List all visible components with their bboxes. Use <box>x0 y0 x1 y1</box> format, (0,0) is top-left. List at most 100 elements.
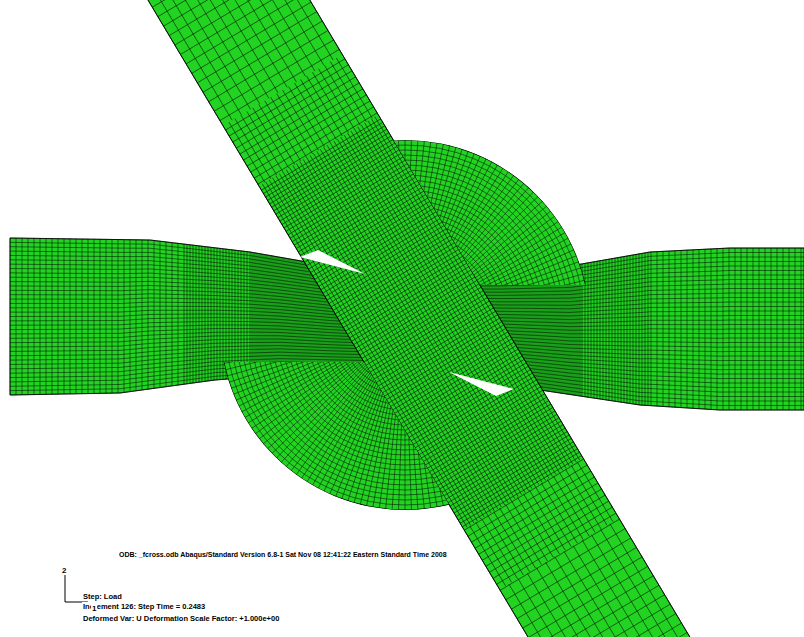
mesh-line <box>263 325 405 444</box>
mesh-line <box>559 472 595 532</box>
mesh-line <box>390 310 420 340</box>
mesh-line <box>355 275 455 375</box>
mesh-line <box>241 115 277 175</box>
mesh-line <box>321 219 440 290</box>
mesh-line <box>324 325 405 491</box>
mesh-line <box>263 122 382 193</box>
mesh-line <box>395 315 415 335</box>
mesh-line <box>315 208 434 279</box>
mesh-line <box>378 315 497 386</box>
mesh-line <box>239 244 405 325</box>
mesh-line <box>386 141 405 325</box>
mesh-line <box>229 325 405 382</box>
increment-info: Increment 126: Step Time = 0.2483 <box>82 602 206 611</box>
mesh-line <box>405 151 468 325</box>
mesh-line <box>405 325 579 388</box>
mesh-line <box>233 256 405 325</box>
bulge-fill <box>220 140 590 510</box>
mesh-line <box>409 366 528 437</box>
notch <box>449 372 514 396</box>
mesh-line <box>385 305 425 345</box>
mesh-line <box>462 456 581 527</box>
mesh-line <box>405 325 486 491</box>
mesh-line <box>360 325 405 505</box>
mesh-line <box>405 325 418 510</box>
mesh-line <box>324 325 405 491</box>
mesh-line <box>405 325 524 467</box>
mesh-line <box>405 325 551 439</box>
mesh-line <box>255 216 405 325</box>
mesh-line <box>405 325 586 363</box>
mesh-line <box>350 270 460 380</box>
mesh-line <box>372 304 491 375</box>
mesh-line <box>405 325 424 509</box>
mesh-line <box>242 0 324 65</box>
mesh-line <box>365 285 445 365</box>
mesh-line <box>220 325 405 338</box>
mesh-line <box>405 325 468 499</box>
mesh-line <box>582 540 664 637</box>
mesh-line <box>342 325 405 499</box>
mesh-line <box>221 306 405 325</box>
mesh-line <box>302 325 405 478</box>
mesh-line <box>551 604 670 637</box>
mesh-line <box>370 290 440 360</box>
mesh-line <box>263 206 405 325</box>
mesh-line <box>150 0 232 120</box>
mesh-line <box>336 153 405 325</box>
mesh-line <box>405 325 574 400</box>
mesh-line <box>405 293 587 325</box>
mesh-line <box>336 153 405 325</box>
mesh-line <box>547 480 583 540</box>
mesh-line <box>350 267 469 338</box>
mesh-line <box>225 145 585 505</box>
mesh-line <box>290 167 409 238</box>
mesh-line <box>259 104 295 164</box>
mesh-line <box>379 325 405 508</box>
mesh-line <box>523 557 642 628</box>
mesh-line <box>392 325 405 510</box>
mesh-line <box>405 145 450 325</box>
mesh-line <box>307 325 405 482</box>
mesh-line <box>405 325 585 370</box>
mesh-line <box>405 325 529 462</box>
mesh-line <box>224 0 306 76</box>
mesh-line <box>220 325 405 338</box>
mesh-line <box>296 325 405 475</box>
mesh-line <box>523 494 559 554</box>
mesh-line <box>291 179 405 325</box>
mesh-line <box>405 299 588 325</box>
mesh-line <box>405 156 480 325</box>
mesh-line <box>405 325 462 501</box>
mesh-line <box>356 277 475 348</box>
mesh-line <box>386 141 405 325</box>
mesh-line <box>259 211 405 325</box>
mesh-line <box>511 538 630 609</box>
mesh-line <box>302 188 421 259</box>
mesh-line <box>407 363 526 434</box>
mesh-line <box>392 140 405 325</box>
mesh-line <box>405 325 588 351</box>
mesh-line <box>302 172 405 325</box>
mesh-line <box>286 183 405 325</box>
mesh-line <box>231 262 405 325</box>
mesh-line <box>405 325 418 510</box>
mesh-line <box>405 325 456 503</box>
mesh-line <box>405 287 586 325</box>
mesh-line <box>252 222 405 325</box>
mesh-line <box>405 280 585 325</box>
mesh-line <box>415 377 534 448</box>
mesh-line <box>405 250 574 325</box>
mesh-line <box>336 58 372 118</box>
mesh-line <box>517 547 636 618</box>
mesh-line <box>229 325 405 382</box>
mesh-line <box>405 222 558 325</box>
mesh-line <box>458 449 577 520</box>
mesh-line <box>405 325 431 508</box>
mesh-line <box>405 325 514 475</box>
mesh-line <box>405 325 587 357</box>
mesh-line <box>239 325 405 406</box>
mesh-line <box>405 325 450 505</box>
mesh-line <box>541 483 577 543</box>
mesh-line <box>298 181 417 252</box>
